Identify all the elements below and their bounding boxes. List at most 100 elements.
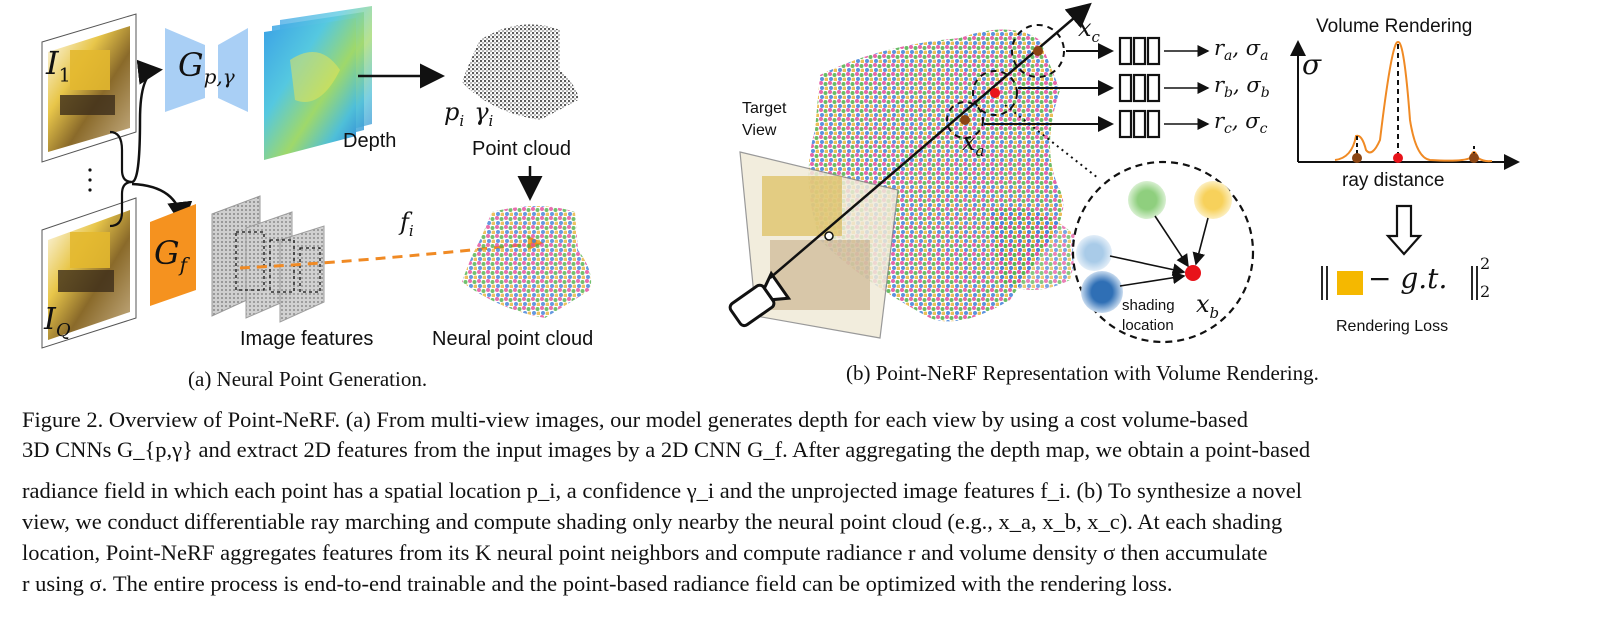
- label-neural-point-cloud: Neural point cloud: [432, 328, 594, 350]
- output-a-r: r: [1214, 36, 1225, 60]
- label-fi: fi: [400, 208, 414, 240]
- edge-lightblue: [1109, 255, 1186, 276]
- neighbor-darkblue: [1081, 271, 1123, 313]
- label-rendering-loss: Rendering Loss: [1336, 318, 1449, 335]
- gf-network-block: [150, 204, 196, 306]
- label-xa-main: x: [962, 128, 976, 156]
- image-feature-maps: [211, 195, 325, 323]
- label-xb-sub: b: [1209, 303, 1220, 322]
- input-image-iq: [41, 197, 137, 349]
- figure-artwork: [41, 2, 1520, 349]
- output-a-r-sub: a: [1224, 48, 1233, 65]
- label-i1-sub: 1: [58, 64, 71, 87]
- label-shading-line2: location: [1122, 317, 1174, 334]
- label-xa-sub: a: [975, 141, 985, 160]
- sample-region-a: [946, 101, 984, 139]
- label-loss-text: − g.t.: [1368, 262, 1448, 295]
- label-f: f: [400, 208, 409, 236]
- arrow-to-gpg: [131, 59, 163, 184]
- output-c-sigma: σ: [1245, 109, 1260, 133]
- output-c: rc, σc: [1214, 109, 1268, 138]
- output-b: rb, σb: [1214, 73, 1270, 102]
- neural-point-cloud: [462, 206, 592, 318]
- edge-yellow: [1192, 217, 1209, 266]
- label-xb-main: x: [1196, 290, 1210, 318]
- ellipsis-dots: [88, 168, 92, 192]
- label-xc: xc: [1078, 14, 1100, 46]
- label-gf: Gf: [154, 234, 187, 276]
- label-gpg-main: G: [178, 46, 204, 84]
- loss-norm-bars: [1321, 266, 1478, 300]
- neighbor-lightblue: [1076, 235, 1112, 271]
- input-image-i1: [41, 13, 137, 163]
- label-gpg-sub: p,γ: [203, 64, 235, 89]
- output-a-sigma: σ: [1245, 36, 1261, 60]
- edge-green: [1154, 215, 1189, 268]
- label-p-sub: i: [459, 111, 465, 130]
- mlp-block-a: [1118, 109, 1161, 139]
- label-loss-sup: 2: [1480, 254, 1491, 273]
- volume-rendering-plot: [1290, 40, 1520, 170]
- caption-line-6: r using σ. The entire process is end-to-…: [22, 571, 1173, 596]
- sample-point-a: [960, 115, 970, 125]
- label-iq: IQ: [44, 302, 71, 341]
- output-c-r: r: [1214, 109, 1225, 133]
- camera-icon: [728, 270, 792, 328]
- label-xc-sub: c: [1091, 27, 1100, 46]
- label-gf-main: G: [154, 234, 180, 272]
- panel-a: [41, 6, 592, 349]
- label-i1: I1: [46, 44, 71, 86]
- label-gamma: γ: [474, 98, 489, 126]
- output-b-r-sub: b: [1224, 85, 1234, 102]
- label-f-sub: i: [408, 221, 414, 240]
- label-ray-distance: ray distance: [1342, 170, 1445, 191]
- label-target-view-line2: View: [742, 122, 777, 139]
- neighbor-yellow: [1194, 181, 1232, 219]
- caption-line-1: Figure 2. Overview of Point-NeRF. (a) Fr…: [22, 407, 1249, 432]
- depth-maps: [264, 6, 372, 160]
- hollow-down-arrow: [1385, 204, 1423, 256]
- gpg-network-block: [165, 28, 248, 112]
- label-sigma-axis: σ: [1302, 48, 1322, 81]
- label-loss-expression: − g.t.: [1368, 262, 1447, 295]
- output-c-r-sub: c: [1224, 121, 1232, 138]
- output-b-sigma: σ: [1246, 73, 1261, 97]
- loss-color-swatch: [1337, 271, 1363, 295]
- output-c-sigma-sub: c: [1259, 121, 1268, 138]
- sample-region-c: [1011, 24, 1065, 78]
- mlp-block-c: [1118, 36, 1161, 66]
- grey-point-cloud: [462, 24, 579, 120]
- label-iq-sub: Q: [55, 320, 71, 341]
- label-xb: xb: [1196, 290, 1219, 322]
- label-iq-main: I: [44, 302, 56, 337]
- shading-point: [1185, 265, 1201, 281]
- label-gf-sub: f: [179, 252, 187, 277]
- zoom-connector: [1004, 104, 1099, 179]
- panel-a-caption: (a) Neural Point Generation.: [188, 367, 428, 391]
- output-b-sigma-sub: b: [1260, 85, 1270, 102]
- caption-line-5: location, Point-NeRF aggregates features…: [22, 540, 1268, 565]
- label-target-view: Target View: [742, 98, 786, 142]
- label-shading-line1: shading: [1122, 297, 1175, 314]
- label-point-cloud: Point cloud: [472, 138, 571, 160]
- label-gpg: Gp,γ: [178, 46, 235, 88]
- label-xc-main: x: [1078, 14, 1092, 42]
- output-b-r: r: [1214, 73, 1225, 97]
- label-image-features: Image features: [240, 328, 374, 350]
- output-a-sigma-sub: a: [1260, 48, 1269, 65]
- ray-plane-intersection: [824, 231, 834, 241]
- label-p: p: [444, 98, 460, 126]
- caption-line-3: radiance field in which each point has a…: [22, 478, 1302, 503]
- output-a: ra, σa: [1214, 36, 1269, 65]
- label-depth: Depth: [343, 130, 397, 152]
- label-loss-sub: 2: [1480, 282, 1491, 301]
- mlp-block-b: [1118, 73, 1161, 103]
- label-shading-location: shading location: [1122, 296, 1175, 336]
- label-gamma-sub: i: [488, 111, 494, 130]
- sample-point-b: [990, 88, 1000, 98]
- sample-point-c: [1033, 46, 1043, 56]
- sample-region-b: [972, 70, 1018, 116]
- caption-line-4: view, we conduct differentiable ray marc…: [22, 509, 1283, 534]
- label-xa: xa: [962, 128, 985, 160]
